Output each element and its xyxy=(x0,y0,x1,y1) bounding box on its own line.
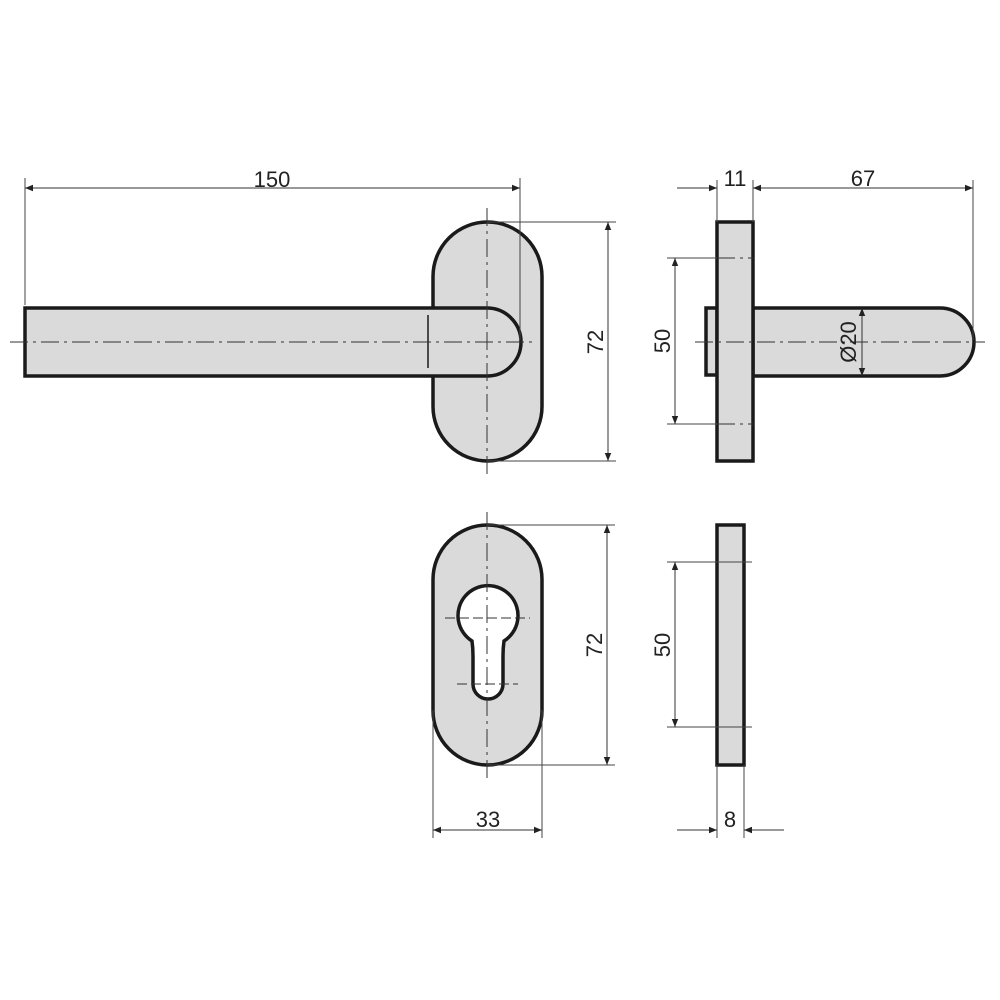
escutcheon-side-view: 50 8 xyxy=(650,523,784,838)
dim-escutcheon-height: 72 xyxy=(582,633,607,657)
escutcheon-front-view: 72 33 xyxy=(431,512,615,838)
dim-rose-height: 72 xyxy=(583,330,608,354)
dim-escutcheon-thickness: 8 xyxy=(724,807,736,832)
dim-rose-thickness: 11 xyxy=(724,166,747,191)
dim-lever-projection: 67 xyxy=(851,166,875,191)
handle-front-view: 150 72 xyxy=(10,167,616,475)
dim-escutcheon-width: 33 xyxy=(476,807,500,832)
dim-length: 150 xyxy=(254,167,291,192)
dim-escutcheon-fixing-spacing: 50 xyxy=(650,633,675,657)
keyhole xyxy=(456,583,520,701)
dim-fixing-spacing: 50 xyxy=(650,329,675,353)
handle-side-view: 50 11 67 Ø20 xyxy=(650,166,985,463)
dim-lever-diameter: Ø20 xyxy=(836,321,861,363)
escutcheon-side xyxy=(715,523,746,767)
